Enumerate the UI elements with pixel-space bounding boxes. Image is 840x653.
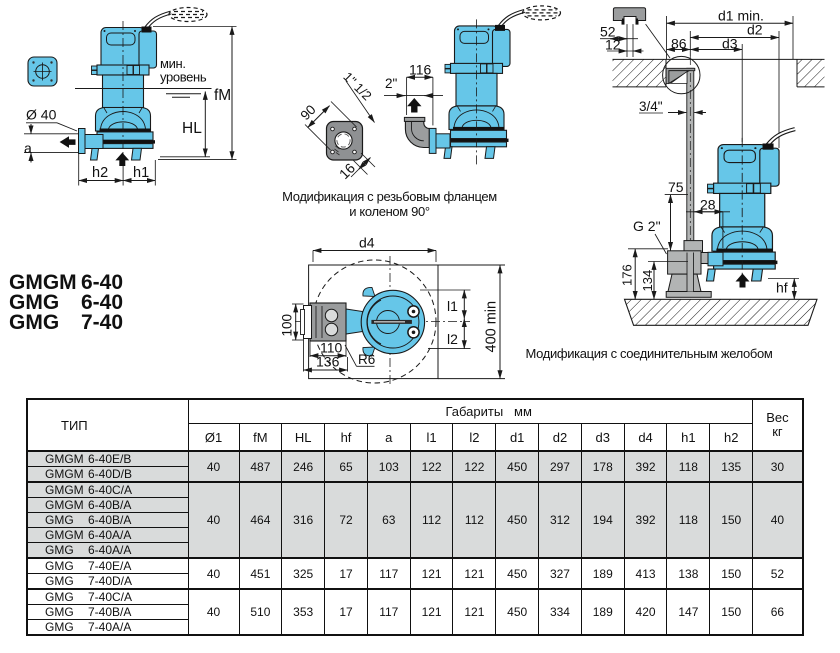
svg-text:6-40: 6-40: [81, 271, 123, 294]
svg-text:52: 52: [600, 24, 616, 40]
svg-text:3/4": 3/4": [639, 99, 663, 114]
svg-text:Модификация с соединительным ж: Модификация с соединительным желобом: [525, 346, 772, 361]
svg-text:d2: d2: [747, 22, 763, 38]
svg-text:6-40: 6-40: [81, 291, 123, 314]
svg-text:h1: h1: [133, 165, 149, 181]
svg-text:d4: d4: [359, 235, 375, 251]
svg-text:100: 100: [280, 314, 295, 337]
svg-text:d1 min.: d1 min.: [718, 8, 764, 24]
svg-text:28: 28: [700, 197, 716, 213]
svg-text:l1: l1: [447, 298, 458, 314]
svg-text:134: 134: [640, 270, 655, 292]
svg-text:110: 110: [320, 340, 343, 356]
svg-text:HL: HL: [182, 120, 202, 137]
svg-text:fM: fM: [214, 87, 231, 104]
svg-text:116: 116: [409, 62, 432, 78]
svg-text:a: a: [24, 140, 32, 156]
svg-text:12: 12: [605, 37, 621, 53]
svg-text:Ø 40: Ø 40: [26, 107, 57, 123]
svg-text:75: 75: [668, 179, 684, 195]
svg-text:l2: l2: [447, 331, 458, 347]
svg-text:G 2": G 2": [633, 218, 661, 234]
svg-text:400 min: 400 min: [484, 301, 500, 353]
svg-text:h2: h2: [92, 165, 108, 181]
svg-text:уровень: уровень: [160, 70, 207, 85]
svg-text:7-40: 7-40: [81, 311, 123, 334]
svg-text:GMG: GMG: [9, 311, 59, 334]
svg-text:hf: hf: [776, 280, 788, 296]
svg-text:Модификация с резьбовым фланце: Модификация с резьбовым фланцем: [282, 189, 497, 204]
svg-text:GMG: GMG: [9, 291, 59, 314]
svg-text:R6: R6: [358, 352, 375, 367]
svg-text:176: 176: [620, 264, 635, 286]
svg-text:мин.: мин.: [160, 56, 186, 71]
svg-text:GMGM: GMGM: [9, 271, 77, 294]
svg-text:136: 136: [316, 354, 340, 370]
svg-text:и коленом 90°: и коленом 90°: [349, 204, 430, 219]
svg-text:2": 2": [385, 76, 398, 91]
